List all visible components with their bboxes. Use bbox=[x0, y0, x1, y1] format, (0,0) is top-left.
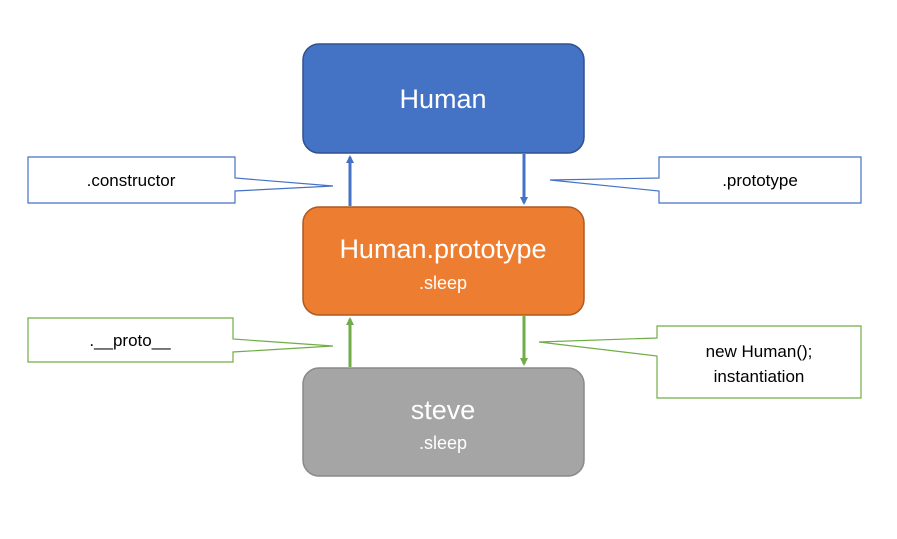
steve-node-member: .sleep bbox=[419, 433, 467, 453]
instantiation-callout: new Human(); instantiation bbox=[538, 325, 862, 399]
proto-callout-label: .__proto__ bbox=[89, 331, 171, 350]
human-node-title: Human bbox=[399, 84, 486, 114]
instantiation-callout-line1: new Human(); bbox=[706, 342, 813, 361]
steve-node-title: steve bbox=[411, 395, 476, 425]
prototype-node-member: .sleep bbox=[419, 273, 467, 293]
constructor-callout-label: .constructor bbox=[87, 171, 176, 190]
human-node: Human bbox=[302, 43, 585, 154]
prototype-node: Human.prototype .sleep bbox=[302, 206, 585, 316]
constructor-callout: .constructor bbox=[27, 156, 334, 204]
prototype-callout: .prototype bbox=[549, 156, 862, 204]
proto-callout: .__proto__ bbox=[27, 317, 334, 363]
prototype-node-title: Human.prototype bbox=[339, 234, 546, 264]
instantiation-callout-line2: instantiation bbox=[714, 367, 805, 386]
steve-node: steve .sleep bbox=[302, 367, 585, 477]
prototype-callout-label: .prototype bbox=[722, 171, 798, 190]
